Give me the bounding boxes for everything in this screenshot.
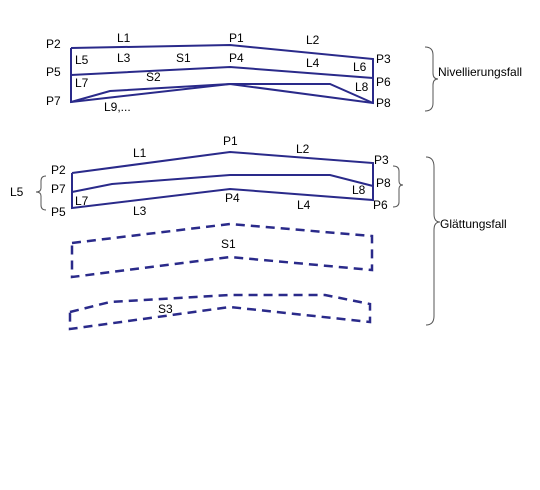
bottom-label-l2: L2 (296, 142, 310, 156)
bottom-label-l8: L8 (352, 183, 366, 197)
top-label-l5: L5 (75, 53, 89, 67)
bottom-label-p8: P8 (376, 176, 391, 190)
top-label-p6: P6 (376, 75, 391, 89)
top-label-l6: L6 (353, 60, 367, 74)
top-right-brace (424, 46, 439, 112)
bottom-label-l1: L1 (133, 146, 147, 160)
bottom-left-brace (35, 175, 47, 211)
bottom-label-p5: P5 (51, 205, 66, 219)
top-label-p4: P4 (229, 51, 244, 65)
bottom-label-l7: L7 (75, 194, 89, 208)
top-label-l7: L7 (75, 76, 89, 90)
top-label-l8: L8 (355, 80, 369, 94)
top-label-l9: L9,... (104, 100, 131, 114)
top-label-p2: P2 (46, 37, 61, 51)
top-label-l3: L3 (117, 51, 131, 65)
top-label-p5: P5 (46, 65, 61, 79)
top-inner-profile (70, 83, 374, 104)
bottom-label-p7: P7 (51, 182, 66, 196)
bottom-label-l5: L5 (10, 185, 24, 199)
bottom-large-right-brace (425, 156, 441, 326)
bottom-label-s1: S1 (221, 237, 236, 251)
bottom-small-right-brace (392, 165, 404, 208)
top-label-s2: S2 (146, 70, 161, 84)
top-label-s1: S1 (176, 51, 191, 65)
top-label-l4: L4 (306, 56, 320, 70)
top-label-p1: P1 (229, 31, 244, 45)
bottom-label-p1: P1 (223, 134, 238, 148)
bottom-label-l4: L4 (297, 198, 311, 212)
bottom-label-p4: P4 (225, 191, 240, 205)
top-inner-line (70, 65, 374, 79)
bottom-label-p2: P2 (51, 163, 66, 177)
bottom-label-p6: P6 (373, 198, 388, 212)
top-label-l2: L2 (306, 33, 320, 47)
bottom-label-p3: P3 (374, 153, 389, 167)
top-label-p3: P3 (376, 52, 391, 66)
top-label-p7: P7 (46, 94, 61, 108)
bottom-inner-line (71, 174, 374, 193)
dashed-section-s3 (68, 293, 372, 331)
top-label-p8: P8 (376, 96, 391, 110)
top-label-l1: L1 (117, 31, 131, 45)
top-brace-label: Nivellierungsfall (438, 65, 522, 79)
bottom-label-s3: S3 (158, 302, 173, 316)
bottom-label-l3: L3 (133, 204, 147, 218)
dashed-section-s1 (70, 222, 374, 279)
bottom-outer-polygon (71, 150, 374, 210)
bottom-brace-label: Glättungsfall (440, 217, 507, 231)
top-diagram: P2 L1 P1 L2 P3 L5 L3 S1 P4 L4 L6 P5 L7 S… (46, 31, 522, 114)
bottom-diagram: L1 P1 L2 P2 P3 P7 P8 L8 L5 L7 P4 L4 P6 P… (10, 134, 507, 331)
